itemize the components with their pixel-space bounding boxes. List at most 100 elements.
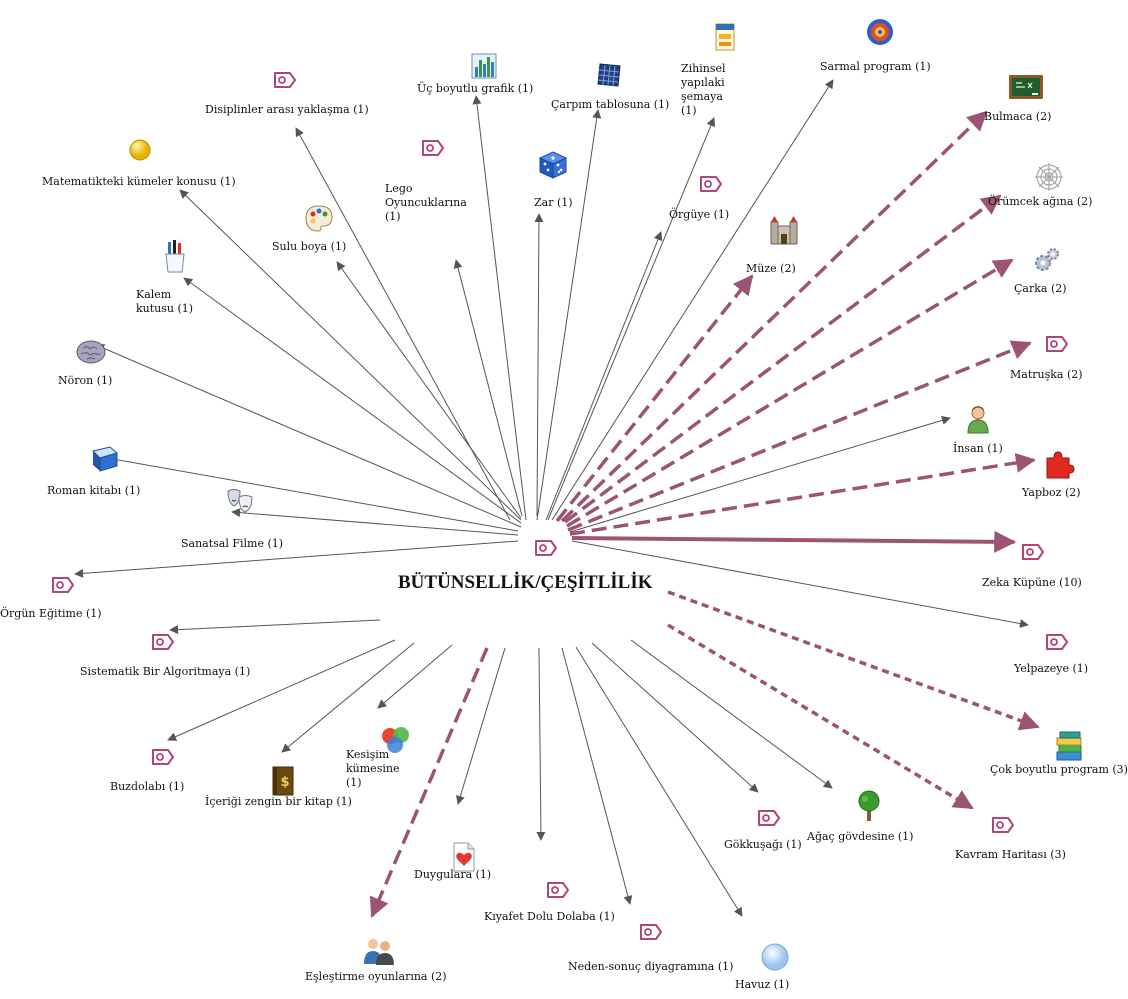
venn-balls-icon	[380, 724, 412, 761]
tag-icon	[756, 808, 782, 833]
dice-icon	[538, 150, 568, 185]
edge-noron	[95, 344, 522, 528]
blue-book-icon	[90, 445, 120, 478]
edge-sulu	[336, 261, 522, 519]
edge-orguye	[545, 231, 663, 521]
edge-insan	[569, 416, 951, 533]
tag-icon	[150, 747, 176, 772]
node-label-orgun[interactable]: Örgün Eğitime (1)	[0, 607, 102, 620]
node-label-kesisim[interactable]: Kesişim kümesine (1)	[346, 748, 400, 789]
book-icon: $	[270, 765, 296, 802]
node-label-havuz[interactable]: Havuz (1)	[735, 978, 790, 991]
tag-icon	[698, 174, 724, 199]
node-label-kiyafet[interactable]: Kıyafet Dolu Dolaba (1)	[484, 910, 615, 923]
palette-icon	[304, 204, 334, 237]
tag-icon	[150, 632, 176, 657]
edge-roman	[106, 454, 519, 532]
edge-yelpaze	[571, 540, 1029, 628]
edge-zeka	[571, 530, 1017, 553]
edge-carka	[566, 258, 1014, 528]
node-label-duygular[interactable]: Duygulara (1)	[414, 868, 492, 881]
node-label-roman[interactable]: Roman kitabı (1)	[47, 484, 141, 497]
node-label-disiplinler[interactable]: Disiplinler arası yaklaşma (1)	[205, 103, 369, 116]
target-icon	[866, 18, 894, 51]
node-label-matematik[interactable]: Matematikteki kümeler konusu (1)	[42, 175, 236, 188]
edge-orgun	[74, 540, 519, 578]
tag-icon	[272, 70, 298, 95]
spider-web-icon	[1034, 162, 1064, 197]
center-node-title[interactable]: BÜTÜNSELLİK/ÇEŞİTLİLİK	[398, 572, 653, 593]
node-label-agac[interactable]: Ağaç gövdesine (1)	[807, 830, 914, 843]
node-label-ucboyutlu[interactable]: Üç boyutlu grafik (1)	[417, 82, 534, 95]
bar-chart-icon	[471, 52, 497, 85]
tree-icon	[856, 790, 882, 827]
edge-disiplinler	[295, 127, 511, 521]
chalkboard-icon	[1008, 74, 1044, 107]
node-label-insan[interactable]: İnsan (1)	[953, 442, 1003, 455]
edge-agac	[630, 639, 833, 789]
castle-icon	[770, 216, 798, 251]
node-label-bulmaca[interactable]: Bulmaca (2)	[984, 110, 1052, 123]
node-label-orguye[interactable]: Örgüye (1)	[669, 208, 730, 221]
edge-matematik	[179, 189, 522, 521]
node-label-sistematik[interactable]: Sistematik Bir Algoritmaya (1)	[80, 665, 251, 678]
edge-havuz	[575, 646, 743, 917]
node-label-noron[interactable]: Nöron (1)	[58, 374, 113, 387]
node-label-sanatsal[interactable]: Sanatsal Filme (1)	[181, 537, 284, 550]
node-label-kalem[interactable]: Kalem kutusu (1)	[136, 288, 194, 315]
people-icon	[362, 936, 396, 971]
edge-lego	[453, 259, 523, 517]
node-label-yapboz[interactable]: Yapboz (2)	[1022, 486, 1081, 499]
node-label-muze[interactable]: Müze (2)	[746, 262, 796, 275]
tag-icon	[1044, 632, 1070, 657]
heart-document-icon	[452, 842, 476, 877]
person-icon	[966, 404, 990, 439]
edge-matruska	[567, 340, 1032, 532]
gears-icon	[1032, 245, 1062, 280]
node-label-sulu[interactable]: Sulu boya (1)	[272, 240, 347, 253]
theater-masks-icon	[225, 488, 255, 521]
node-label-cokboyutlu[interactable]: Çok boyutlu program (3)	[990, 763, 1128, 776]
node-label-gokkusagi[interactable]: Gökkuşağı (1)	[724, 838, 802, 851]
edge-carpim	[536, 109, 602, 521]
node-label-orumcek[interactable]: Örümcek ağına (2)	[988, 195, 1093, 208]
node-label-eslestirme[interactable]: Eşleştirme oyunlarına (2)	[305, 970, 447, 983]
tag-icon	[420, 138, 446, 163]
edge-zar	[534, 213, 544, 517]
books-icon	[1054, 730, 1084, 767]
edge-sanatsal	[231, 508, 519, 536]
puzzle-icon	[1044, 450, 1075, 485]
edge-sarmal	[551, 79, 834, 521]
node-label-buzdolabi[interactable]: Buzdolabı (1)	[110, 780, 185, 793]
node-label-lego[interactable]: Lego Oyuncuklarına (1)	[385, 182, 467, 223]
node-label-carka[interactable]: Çarka (2)	[1014, 282, 1067, 295]
edge-kiyafet	[536, 647, 546, 841]
edge-orumcek	[563, 194, 1002, 524]
edge-yapboz	[569, 452, 1036, 536]
node-label-yelpaze[interactable]: Yelpazeye (1)	[1014, 662, 1089, 675]
node-label-carpim[interactable]: Çarpım tablosuna (1)	[551, 98, 670, 111]
yellow-ball-icon	[128, 138, 152, 167]
tag-icon	[545, 880, 571, 905]
node-label-zar[interactable]: Zar (1)	[534, 196, 573, 209]
node-label-matruska[interactable]: Matruşka (2)	[1010, 368, 1083, 381]
tag-icon	[50, 575, 76, 600]
center-document-tag-icon	[533, 538, 559, 563]
grid-table-icon	[596, 62, 622, 93]
pencil-cup-icon	[162, 240, 188, 279]
edge-buzdolabi	[167, 639, 396, 741]
edge-ucboyutlu	[472, 95, 527, 521]
node-label-nedensonuc[interactable]: Neden-sonuç diyagramına (1)	[568, 960, 734, 973]
edge-kavram	[667, 623, 974, 810]
edge-kalem	[183, 277, 522, 524]
node-label-zeka[interactable]: Zeka Küpüne (10)	[982, 576, 1082, 589]
node-label-sarmal[interactable]: Sarmal program (1)	[820, 60, 931, 73]
node-label-zihinsel[interactable]: Zihinsel yapılaki şemaya (1)	[681, 62, 726, 117]
tag-icon	[990, 815, 1016, 840]
node-label-icerigi[interactable]: İçeriği zengin bir kitap (1)	[205, 795, 352, 808]
edge-eslestirme	[369, 647, 489, 918]
node-label-kavram[interactable]: Kavram Haritası (3)	[955, 848, 1066, 861]
tag-icon	[638, 922, 664, 947]
